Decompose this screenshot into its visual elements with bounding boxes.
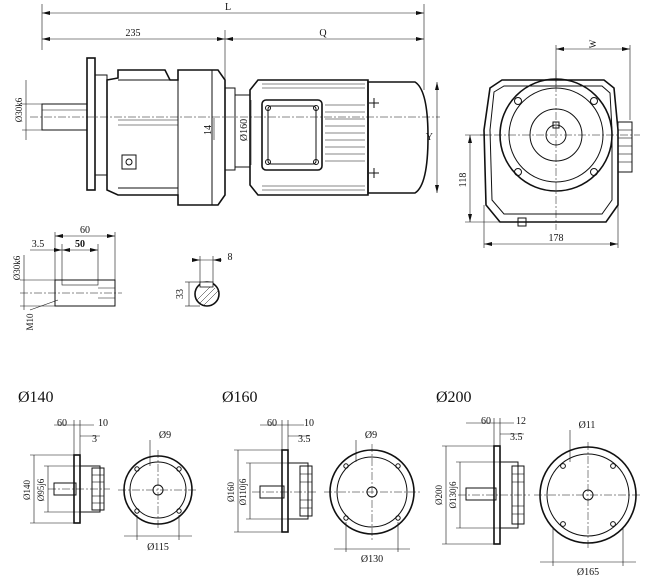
dim-Y: Y [426, 132, 433, 143]
flange-160-outer: Ø160 [226, 482, 236, 502]
flange-200-d60: 60 [481, 416, 491, 427]
dim-178: 178 [549, 233, 564, 244]
flange-140-outer: Ø140 [22, 480, 32, 500]
side-view: L 235 Q Ø30k6 14 [14, 2, 440, 206]
dim-shaft-dia-2: Ø30k6 [12, 255, 22, 280]
dim-L: L [225, 2, 231, 13]
dim-W: W [588, 39, 598, 48]
flange-140: Ø140 60 10 3 Ø140 Ø95j6 Ø9 [18, 389, 198, 553]
dim-33: 33 [175, 289, 186, 299]
dim-235: 235 [126, 28, 141, 39]
flange-200-title: Ø200 [436, 389, 472, 406]
flange-200-outer: Ø200 [434, 485, 444, 505]
dim-14: 14 [203, 125, 214, 135]
flange-200-spigot: Ø130j6 [448, 481, 458, 509]
flange-140-spigot: Ø95j6 [36, 478, 46, 501]
flange-140-d10: 10 [98, 418, 108, 429]
flange-140-d60: 60 [57, 418, 67, 429]
dim-shaft-dia: Ø30k6 [14, 97, 24, 122]
flange-160-hole: Ø9 [365, 430, 377, 441]
flange-140-hole: Ø9 [159, 430, 171, 441]
dim-8: 8 [228, 252, 233, 263]
dim-160: Ø160 [239, 119, 250, 141]
shaft-detail: 60 3.5 50 Ø30k6 M10 [12, 225, 122, 331]
flange-160-d10: 10 [304, 418, 314, 429]
flange-200: Ø200 60 12 3.5 Ø200 Ø130j6 Ø11 [434, 389, 642, 576]
dim-60-shaft: 60 [80, 225, 90, 236]
dim-3-5-shaft: 3.5 [32, 239, 45, 250]
flange-200-pcd: Ø165 [577, 567, 599, 576]
dim-M10: M10 [25, 313, 35, 331]
flange-160-pcd: Ø130 [361, 554, 383, 565]
flange-160-spigot: Ø110j6 [238, 478, 248, 505]
flange-200-d3: 3.5 [510, 432, 523, 443]
motor-fins [262, 83, 365, 191]
dim-Q: Q [319, 28, 327, 39]
dim-50-shaft: 50 [75, 239, 85, 250]
flange-200-hole: Ø11 [579, 420, 596, 431]
dim-118: 118 [458, 173, 469, 188]
flange-140-title: Ø140 [18, 389, 54, 406]
flange-160: Ø160 60 10 3.5 Ø160 Ø110j6 Ø9 [222, 389, 420, 565]
flange-140-pcd: Ø115 [147, 542, 169, 553]
keyway-section: 8 33 [175, 252, 233, 307]
flange-160-d60: 60 [267, 418, 277, 429]
flange-160-title: Ø160 [222, 389, 258, 406]
flange-160-d3: 3.5 [298, 434, 311, 445]
flange-200-d10: 12 [516, 416, 526, 427]
flange-140-d3: 3 [92, 434, 97, 445]
end-view: W 118 178 [458, 39, 640, 248]
